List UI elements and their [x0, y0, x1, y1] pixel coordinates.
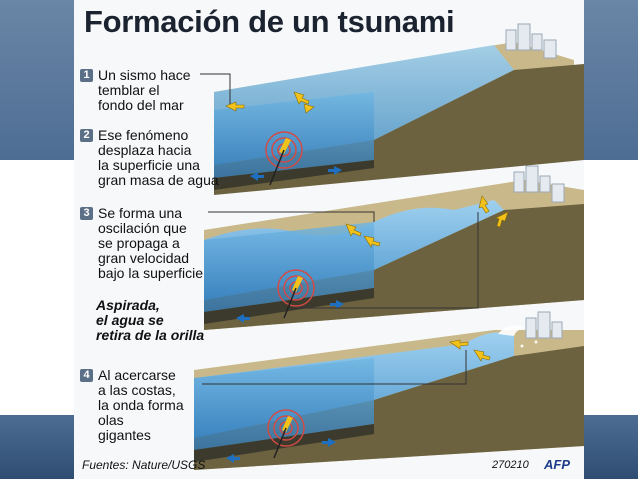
building-icon — [505, 23, 557, 59]
step-number-badge: 4 — [80, 369, 93, 382]
step-2: 2 Ese fenómeno desplaza hacia la superfi… — [80, 128, 219, 188]
aside-caption: Aspirada, el agua se retira de la orilla — [96, 297, 205, 343]
callout-lines — [200, 73, 479, 385]
callout-line-aside — [288, 212, 479, 309]
step-3: 3 Se forma una oscilación que se propaga… — [80, 206, 203, 281]
panel-2 — [204, 165, 584, 330]
step-description: Al acercarse a las costas, la onda forma… — [98, 367, 184, 443]
water-cross-section — [204, 222, 374, 312]
reference-code: 270210 — [492, 459, 529, 471]
page-title: Formación de un tsunami — [84, 4, 455, 39]
epicenter-icon — [267, 409, 305, 447]
arrow-yellow-icon — [449, 339, 491, 362]
epicenter-icon — [277, 269, 315, 307]
building-icon — [513, 165, 565, 203]
arrow-blue-icon — [236, 300, 344, 323]
step-number-badge: 3 — [80, 207, 93, 220]
step-description: Un sismo hace temblar el fondo del mar — [98, 67, 191, 113]
step-description: Se forma una oscilación que se propaga a… — [98, 205, 204, 281]
building-icon — [525, 311, 563, 339]
epicenter-icon — [265, 131, 303, 169]
arrow-up-icon — [225, 91, 315, 114]
step-number-badge: 1 — [80, 69, 93, 82]
infographic: Formación de un tsunami 1 Un sismo hace … — [74, 0, 584, 479]
agency-logo: AFP — [544, 457, 570, 472]
fault-line — [283, 287, 297, 319]
step-number-badge: 2 — [80, 129, 93, 142]
panel-1 — [214, 23, 584, 195]
seabed-layer — [194, 424, 374, 462]
water-cross-section — [194, 358, 374, 450]
callout-line-1 — [200, 73, 231, 104]
fault-line — [269, 149, 285, 186]
panel-3 — [194, 311, 584, 470]
step-description: Ese fenómeno desplaza hacia la superfici… — [98, 127, 219, 188]
step-1: 1 Un sismo hace temblar el fondo del mar — [80, 68, 191, 113]
callout-line-4 — [202, 350, 467, 385]
tsunami-diagram — [194, 23, 584, 470]
step-4: 4 Al acercarse a las costas, la onda for… — [80, 368, 184, 443]
fault-line — [273, 427, 287, 459]
arrow-yellow-icon — [345, 195, 509, 248]
arrow-blue-icon — [226, 438, 336, 463]
arrow-blue-icon — [250, 166, 342, 181]
source-credit: Fuentes: Nature/USGS — [82, 458, 206, 472]
callout-line-3 — [208, 211, 375, 222]
